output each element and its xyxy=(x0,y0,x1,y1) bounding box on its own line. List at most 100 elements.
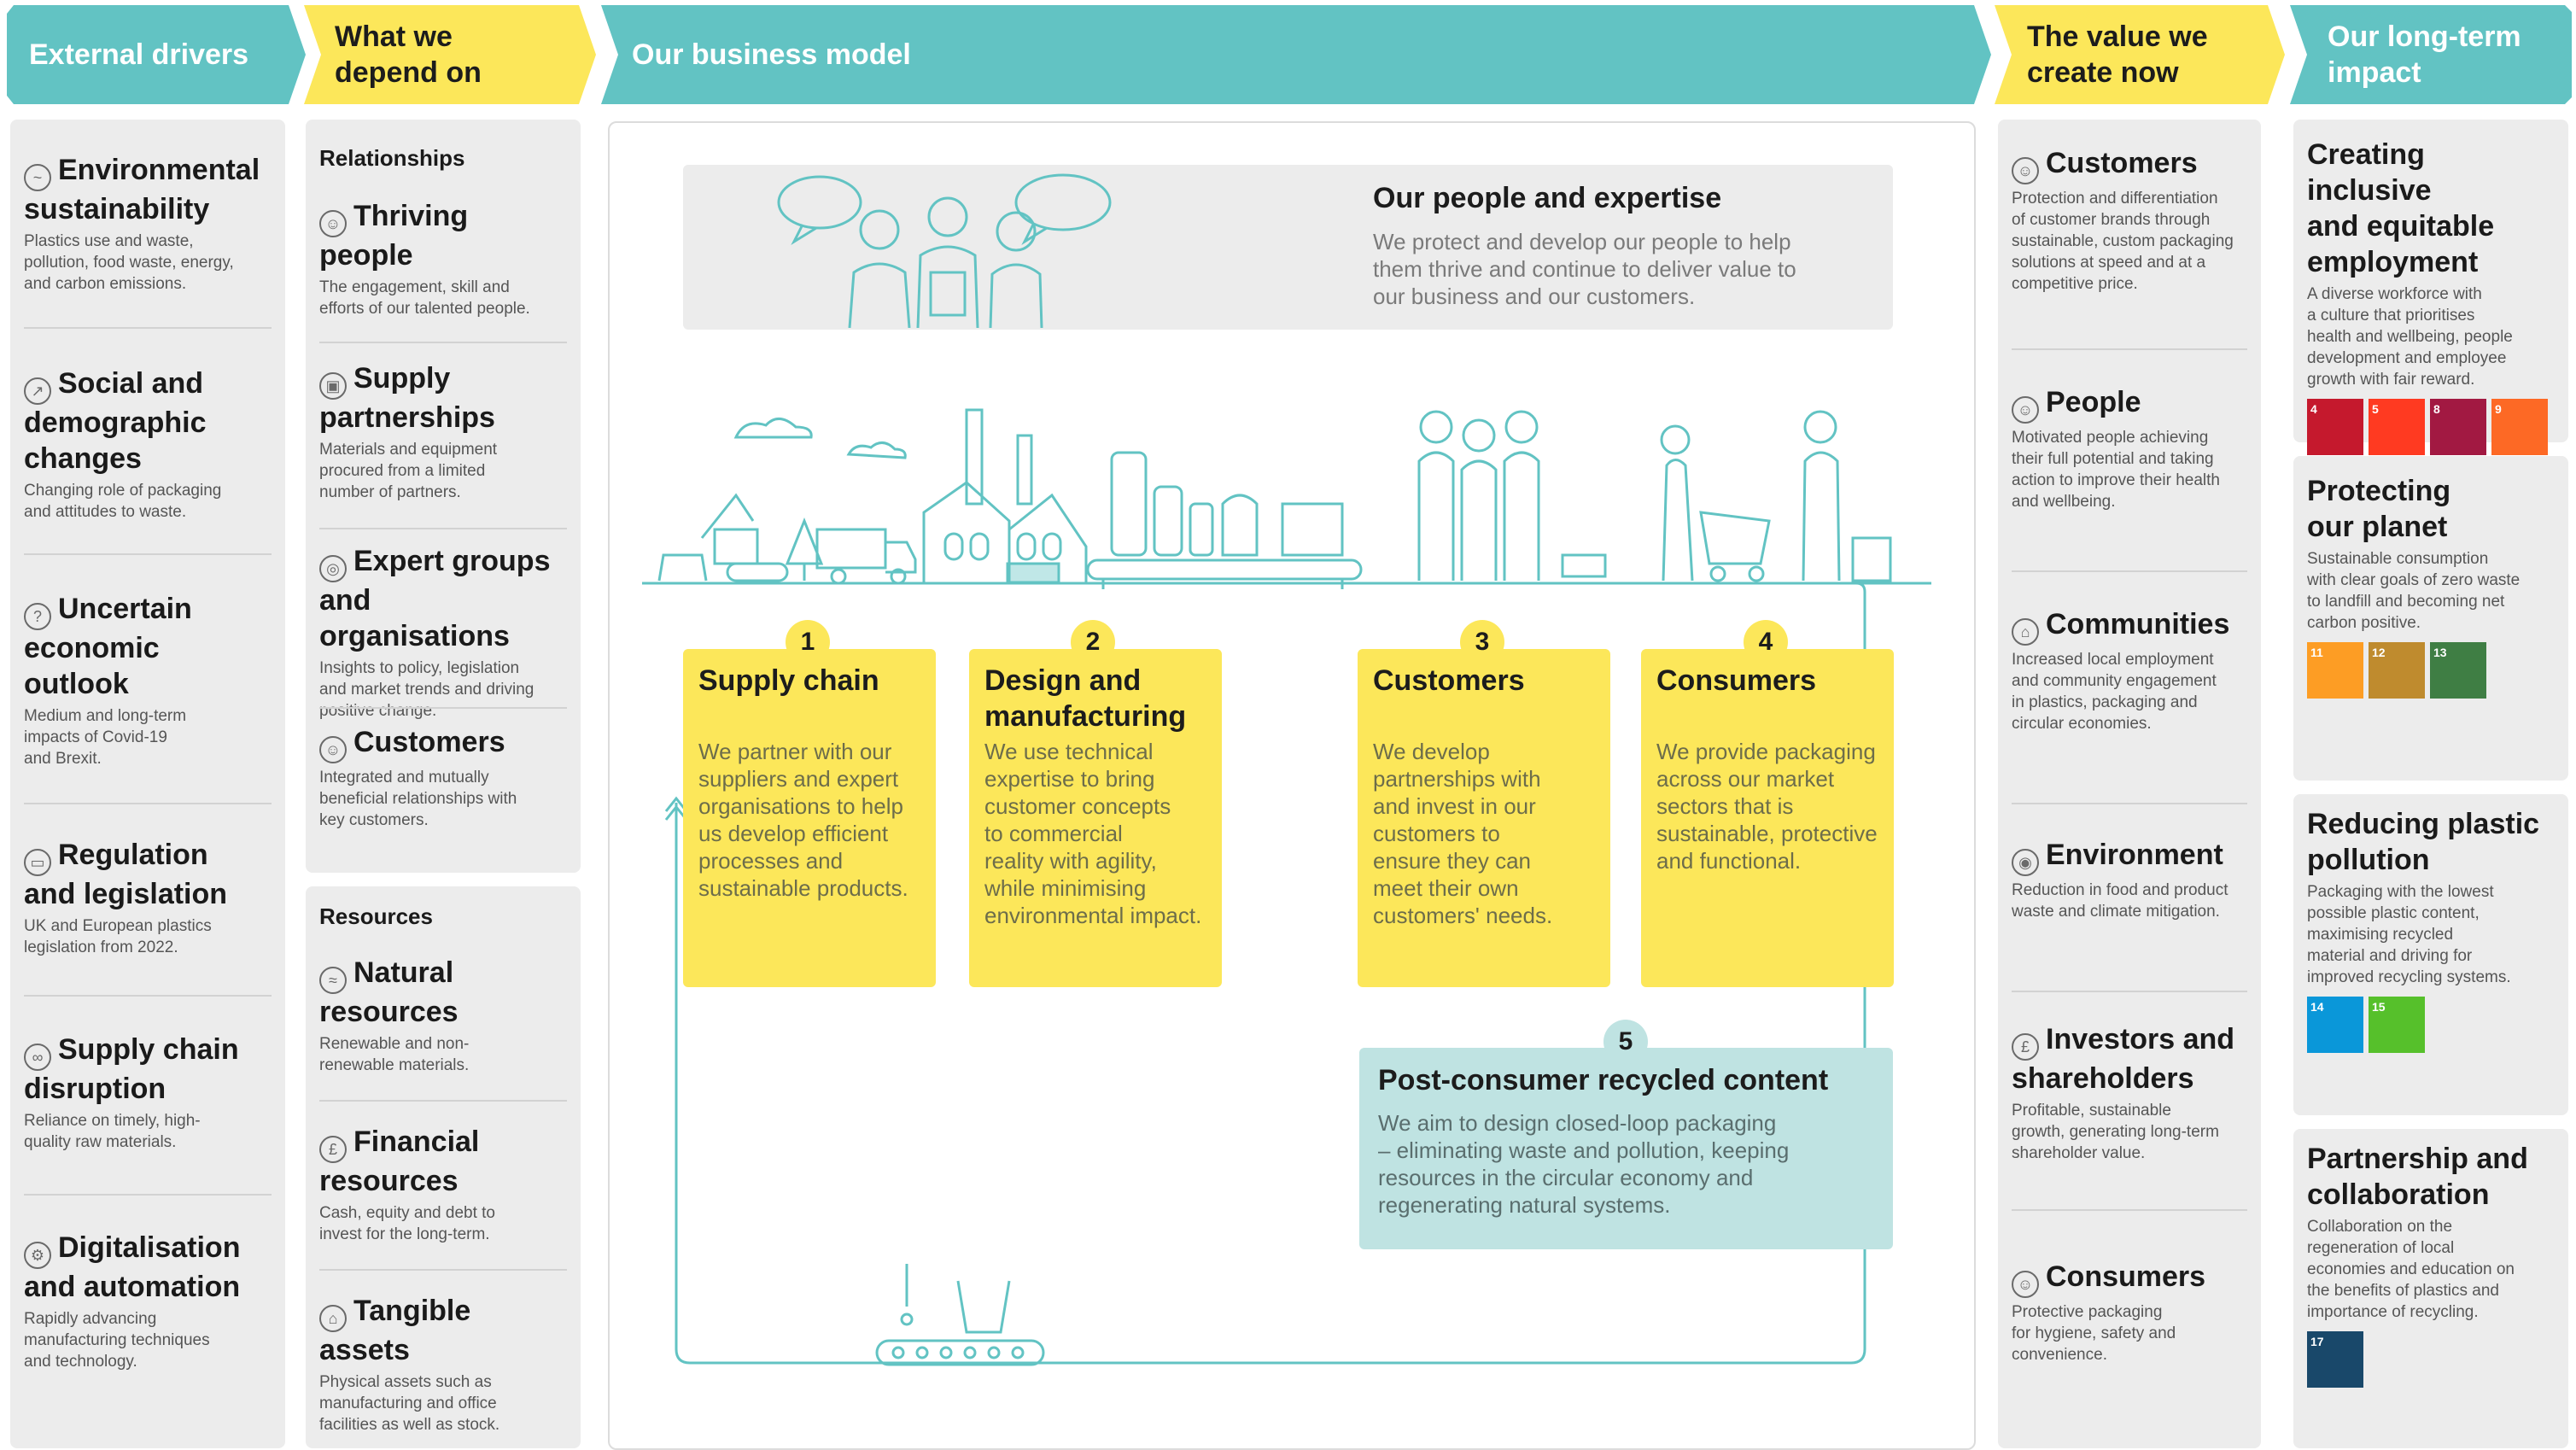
divider xyxy=(24,1194,272,1196)
value-chain-illustration xyxy=(642,408,1931,1366)
step-desc: ensure they can xyxy=(1373,848,1532,874)
impact-desc: A diverse workforce with xyxy=(2307,285,2482,303)
step-desc: We develop xyxy=(1373,739,1490,764)
customer-icon: ☺ xyxy=(319,736,347,763)
driver-desc: and Brexit. xyxy=(24,750,102,768)
people-expertise-desc: our business and our customers. xyxy=(1373,284,1696,309)
driver-desc: impacts of Covid-19 xyxy=(24,728,167,746)
impact-desc: health and wellbeing, people xyxy=(2307,328,2513,346)
impact-desc: Sustainable consumption xyxy=(2307,550,2489,568)
header-external-drivers: External drivers xyxy=(7,5,306,104)
relationship-title: Customers xyxy=(353,726,505,758)
sdg-17-icon: 17 xyxy=(2307,1331,2363,1388)
relationship-desc: Integrated and mutually xyxy=(319,769,489,786)
value-title: Customers xyxy=(2046,147,2198,179)
driver-desc: and attitudes to waste. xyxy=(24,503,187,521)
step-desc: We partner with our xyxy=(698,739,892,764)
divider xyxy=(2012,803,2247,804)
driver-desc: legislation from 2022. xyxy=(24,938,178,956)
resource-desc: manufacturing and office xyxy=(319,1394,497,1412)
header-business-model-label: Our business model xyxy=(632,38,911,71)
impact-title: Protecting xyxy=(2307,475,2451,507)
step-desc: and invest in our xyxy=(1373,793,1536,819)
divider xyxy=(2012,348,2247,350)
relationship-customers: ☺Customers Integrated and mutually benefi… xyxy=(306,724,581,831)
sdg-4-icon: 4 xyxy=(2307,399,2363,455)
step-desc: reality with agility, xyxy=(984,848,1157,874)
people-expertise-desc: We protect and develop our people to hel… xyxy=(1373,229,1791,254)
header-impact-line1: Our long-term xyxy=(2328,20,2521,53)
driver-desc: Reliance on timely, high- xyxy=(24,1112,201,1130)
customer-icon: ☺ xyxy=(2012,157,2039,184)
impact-title: and equitable xyxy=(2307,210,2495,243)
step-desc: us develop efficient xyxy=(698,821,889,846)
relationship-desc: beneficial relationships with xyxy=(319,790,517,808)
driver-title: outlook xyxy=(24,668,129,700)
driver-title: sustainability xyxy=(24,193,210,225)
impact-desc: to landfill and becoming net xyxy=(2307,593,2505,611)
divider xyxy=(2012,570,2247,572)
driver-title: Supply chain xyxy=(58,1033,239,1066)
header-value-line1: The value we xyxy=(2027,20,2208,53)
driver-desc: and technology. xyxy=(24,1353,137,1371)
consumer-icon: ☺ xyxy=(2012,1271,2039,1298)
relationship-title: and organisations xyxy=(319,584,510,652)
header-depend-line2: depend on xyxy=(335,56,482,89)
header-value-line2: create now xyxy=(2027,56,2179,89)
driver-title: Environmental xyxy=(58,154,260,186)
divider xyxy=(319,528,567,529)
recycled-desc: We aim to design closed-loop packaging xyxy=(1378,1110,1777,1136)
value-title: Communities xyxy=(2046,608,2230,640)
impact-title: employment xyxy=(2307,246,2479,278)
header-long-term-impact: Our long-term impact xyxy=(2290,5,2572,104)
driver-title: changes xyxy=(24,442,142,475)
step-desc: suppliers and expert xyxy=(698,766,899,792)
graph-icon: ↗ xyxy=(24,377,51,405)
relationship-title: partnerships xyxy=(319,401,495,434)
resource-desc: Physical assets such as xyxy=(319,1373,492,1391)
header-business-model: Our business model xyxy=(601,5,1991,104)
value-title: shareholders xyxy=(2012,1062,2194,1095)
resources-label: Resources xyxy=(319,903,433,929)
relationship-title: Thriving xyxy=(353,200,469,232)
step-desc: meet their own xyxy=(1373,875,1519,901)
step-desc: We provide packaging xyxy=(1656,739,1876,764)
group-icon: ◎ xyxy=(319,555,347,582)
step-desc: to commercial xyxy=(984,821,1123,846)
step-desc: sectors that is xyxy=(1656,793,1794,819)
link-icon: ∞ xyxy=(24,1044,51,1071)
people-expertise-box: Our people and expertise We protect and … xyxy=(683,165,1893,330)
value-desc: Reduction in food and product xyxy=(2012,881,2228,899)
value-environment: ◉Environment Reduction in food and produ… xyxy=(1998,837,2261,922)
header-external-drivers-label: External drivers xyxy=(29,38,249,71)
step-title: Design and xyxy=(984,664,1142,697)
sdg-9-icon: 9 xyxy=(2491,399,2548,455)
value-desc: in plastics, packaging and xyxy=(2012,693,2198,711)
question-icon: ? xyxy=(24,603,51,630)
divider xyxy=(319,707,567,709)
resource-title: Natural xyxy=(353,956,454,989)
step-title: Customers xyxy=(1373,664,1525,697)
value-desc: Profitable, sustainable xyxy=(2012,1102,2171,1120)
step-desc: expertise to bring xyxy=(984,766,1155,792)
impact-title: Creating inclusive xyxy=(2307,138,2432,207)
building-icon: ⌂ xyxy=(319,1305,347,1332)
impact-title: our planet xyxy=(2307,511,2448,543)
recycled-desc: resources in the circular economy and xyxy=(1378,1165,1754,1190)
step-consumers: Consumers We provide packaging across ou… xyxy=(1641,649,1894,987)
divider xyxy=(319,342,567,343)
sdg-11-icon: 11 xyxy=(2307,642,2363,699)
value-desc: competitive price. xyxy=(2012,275,2138,293)
relationship-desc: positive change. xyxy=(319,702,437,720)
impact-desc: regeneration of local xyxy=(2307,1239,2455,1257)
step-customers: Customers We develop partnerships with a… xyxy=(1358,649,1610,987)
